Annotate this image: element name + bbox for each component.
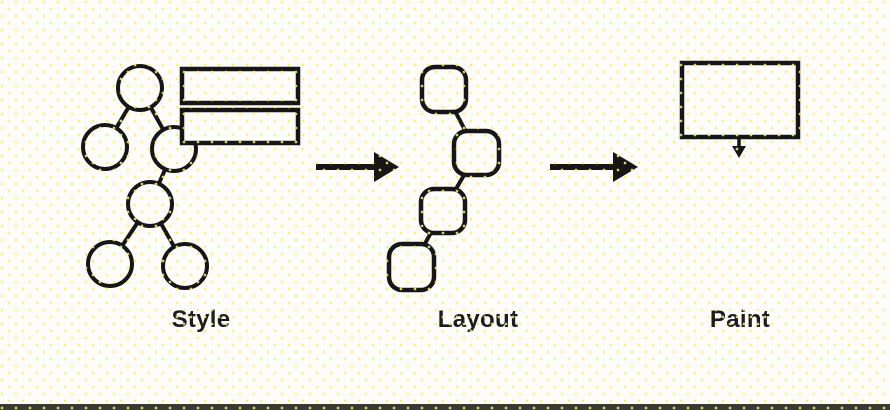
stage-label-style: Style (171, 306, 231, 333)
stage-label-layout: Layout (437, 306, 519, 333)
dom-node-circle (126, 180, 174, 228)
layout-node-box (451, 128, 502, 178)
layout-node-box (386, 241, 437, 293)
arrow-style-to-layout-icon (316, 152, 399, 182)
paint-box-group (679, 60, 801, 158)
dom-node-circle (161, 242, 209, 290)
dom-node-circle (81, 123, 129, 171)
layout-tree (386, 64, 502, 293)
bottom-bar (0, 404, 890, 410)
layout-node-box (418, 186, 468, 236)
arrow-layout-to-paint-icon (550, 152, 638, 182)
dom-node-circle (116, 64, 164, 112)
stylesheet-rects (179, 66, 301, 146)
dom-node-circle (86, 240, 134, 288)
stylesheet-rect-top (179, 66, 301, 106)
arrow-head (374, 152, 399, 182)
arrow-head (613, 152, 638, 182)
stage-label-paint: Paint (709, 306, 771, 333)
stylesheet-rect-bottom (179, 107, 301, 146)
layout-node-box (419, 64, 469, 115)
paint-box (679, 60, 801, 140)
paint-down-arrow-icon (732, 136, 746, 158)
arrow-head (732, 146, 746, 158)
